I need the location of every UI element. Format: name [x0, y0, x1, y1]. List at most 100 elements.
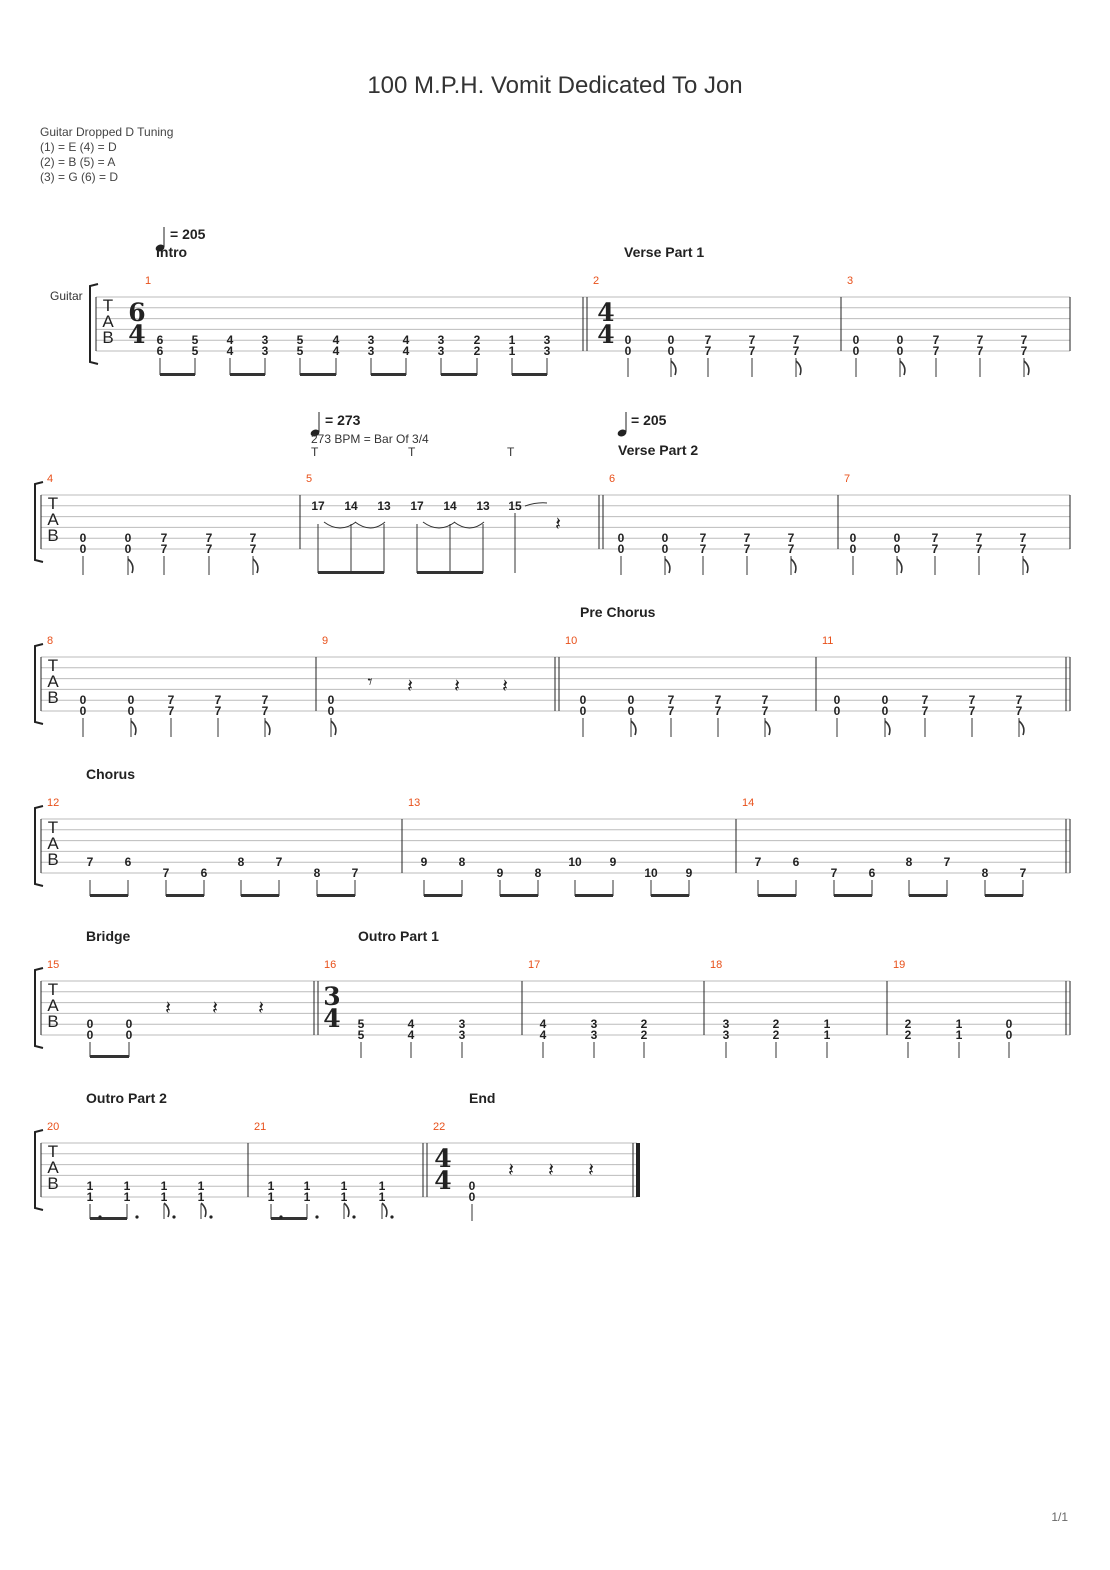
- note-flag: [130, 720, 137, 736]
- fret-number: 2: [905, 1028, 912, 1042]
- fret-number: 7: [215, 704, 222, 718]
- fret-number: 7: [922, 704, 929, 718]
- quarter-rest: 𝄽: [454, 675, 460, 697]
- slur: [354, 521, 386, 529]
- note-beam: [985, 894, 1023, 897]
- note-column: 55: [192, 333, 199, 358]
- measure-number: 20: [47, 1121, 59, 1133]
- note-column: 77: [1016, 693, 1023, 718]
- note-column: 14: [344, 499, 358, 513]
- note-column: 44: [403, 333, 410, 358]
- note-column: 77: [976, 531, 983, 556]
- tempo-value: = 205: [170, 226, 206, 242]
- tab-clef-letter: T: [48, 1142, 58, 1161]
- system-bracket: [89, 283, 99, 365]
- fret-number: 1: [161, 1179, 168, 1193]
- fret-number: 0: [128, 704, 135, 718]
- quarter-rest: 𝄽: [502, 675, 508, 697]
- tab-clef-letter: A: [47, 510, 59, 529]
- note-beam: [241, 894, 279, 897]
- fret-number: 6: [201, 866, 208, 880]
- fret-number: 4: [403, 333, 410, 347]
- tap-mark: T: [408, 445, 416, 459]
- fret-number: 8: [459, 855, 466, 869]
- note-column: 7: [352, 866, 359, 880]
- fret-number: 17: [311, 499, 325, 513]
- note-flag: [764, 720, 771, 736]
- slur: [453, 521, 485, 529]
- fret-number: 8: [982, 866, 989, 880]
- note-column: 33: [591, 1017, 598, 1042]
- fret-number: 7: [715, 704, 722, 718]
- tab-clef-letter: T: [48, 980, 58, 999]
- fret-number: 0: [80, 693, 87, 707]
- fret-number: 0: [469, 1190, 476, 1204]
- note-column: 77: [705, 333, 712, 358]
- fret-number: 0: [668, 333, 675, 347]
- tab-clef-letter: B: [47, 526, 58, 545]
- time-signature: 4: [434, 1144, 451, 1173]
- system-bracket: [34, 1129, 44, 1211]
- note-beam: [90, 1217, 127, 1220]
- note-flag: [884, 720, 891, 736]
- note-column: 00: [618, 531, 625, 556]
- fret-number: 4: [227, 333, 234, 347]
- measure-number: 8: [47, 635, 53, 647]
- fret-number: 7: [352, 866, 359, 880]
- fret-number: 7: [922, 693, 929, 707]
- fret-number: 0: [80, 542, 87, 556]
- note-column: 7: [163, 866, 170, 880]
- fret-number: 0: [126, 1028, 133, 1042]
- fret-number: 7: [168, 693, 175, 707]
- tab-systems: TAB6444166554433554433443322113320000777…: [34, 275, 1071, 1221]
- fret-number: 1: [87, 1179, 94, 1193]
- fret-number: 1: [956, 1017, 963, 1031]
- note-column: 11: [124, 1179, 131, 1204]
- note-beam: [758, 894, 796, 897]
- tab-clef-letter: B: [47, 688, 58, 707]
- note-column: 44: [227, 333, 234, 358]
- fret-number: 8: [535, 866, 542, 880]
- note-column: 00: [80, 693, 87, 718]
- measure-number: 5: [306, 473, 312, 485]
- note-beam: [318, 571, 384, 574]
- note-beam: [166, 894, 204, 897]
- fret-number: 0: [328, 704, 335, 718]
- note-column: 77: [1021, 333, 1028, 358]
- tab-clef-letter: A: [47, 996, 59, 1015]
- fret-number: 1: [509, 344, 516, 358]
- note-column: 8: [314, 866, 321, 880]
- fret-number: 5: [358, 1017, 365, 1031]
- note-beam: [575, 894, 613, 897]
- fret-number: 7: [276, 855, 283, 869]
- note-column: 22: [773, 1017, 780, 1042]
- note-column: 7: [944, 855, 951, 869]
- note-column: 00: [628, 693, 635, 718]
- fret-number: 13: [476, 499, 490, 513]
- note-column: 77: [215, 693, 222, 718]
- tab-clef-letter: T: [48, 656, 58, 675]
- fret-number: 7: [969, 693, 976, 707]
- fret-number: 5: [192, 344, 199, 358]
- fret-number: 3: [438, 333, 445, 347]
- note-column: 9: [686, 866, 693, 880]
- fret-number: 0: [618, 531, 625, 545]
- note-column: 11: [198, 1179, 205, 1204]
- tab-clef-letter: A: [47, 672, 59, 691]
- note-column: 15: [508, 499, 522, 513]
- note-column: 11: [161, 1179, 168, 1204]
- measure-number: 15: [47, 959, 59, 971]
- note-column: 00: [834, 693, 841, 718]
- fret-number: 0: [662, 542, 669, 556]
- fret-number: 2: [641, 1017, 648, 1031]
- fret-number: 2: [641, 1028, 648, 1042]
- quarter-rest: 𝄽: [555, 513, 561, 535]
- fret-number: 14: [344, 499, 358, 513]
- fret-number: 0: [80, 704, 87, 718]
- tuning-line: (3) = G (6) = D: [40, 170, 119, 184]
- fret-number: 6: [869, 866, 876, 880]
- note-flag: [790, 558, 797, 574]
- section-label: Verse Part 2: [618, 442, 698, 458]
- measure-number: 9: [322, 635, 328, 647]
